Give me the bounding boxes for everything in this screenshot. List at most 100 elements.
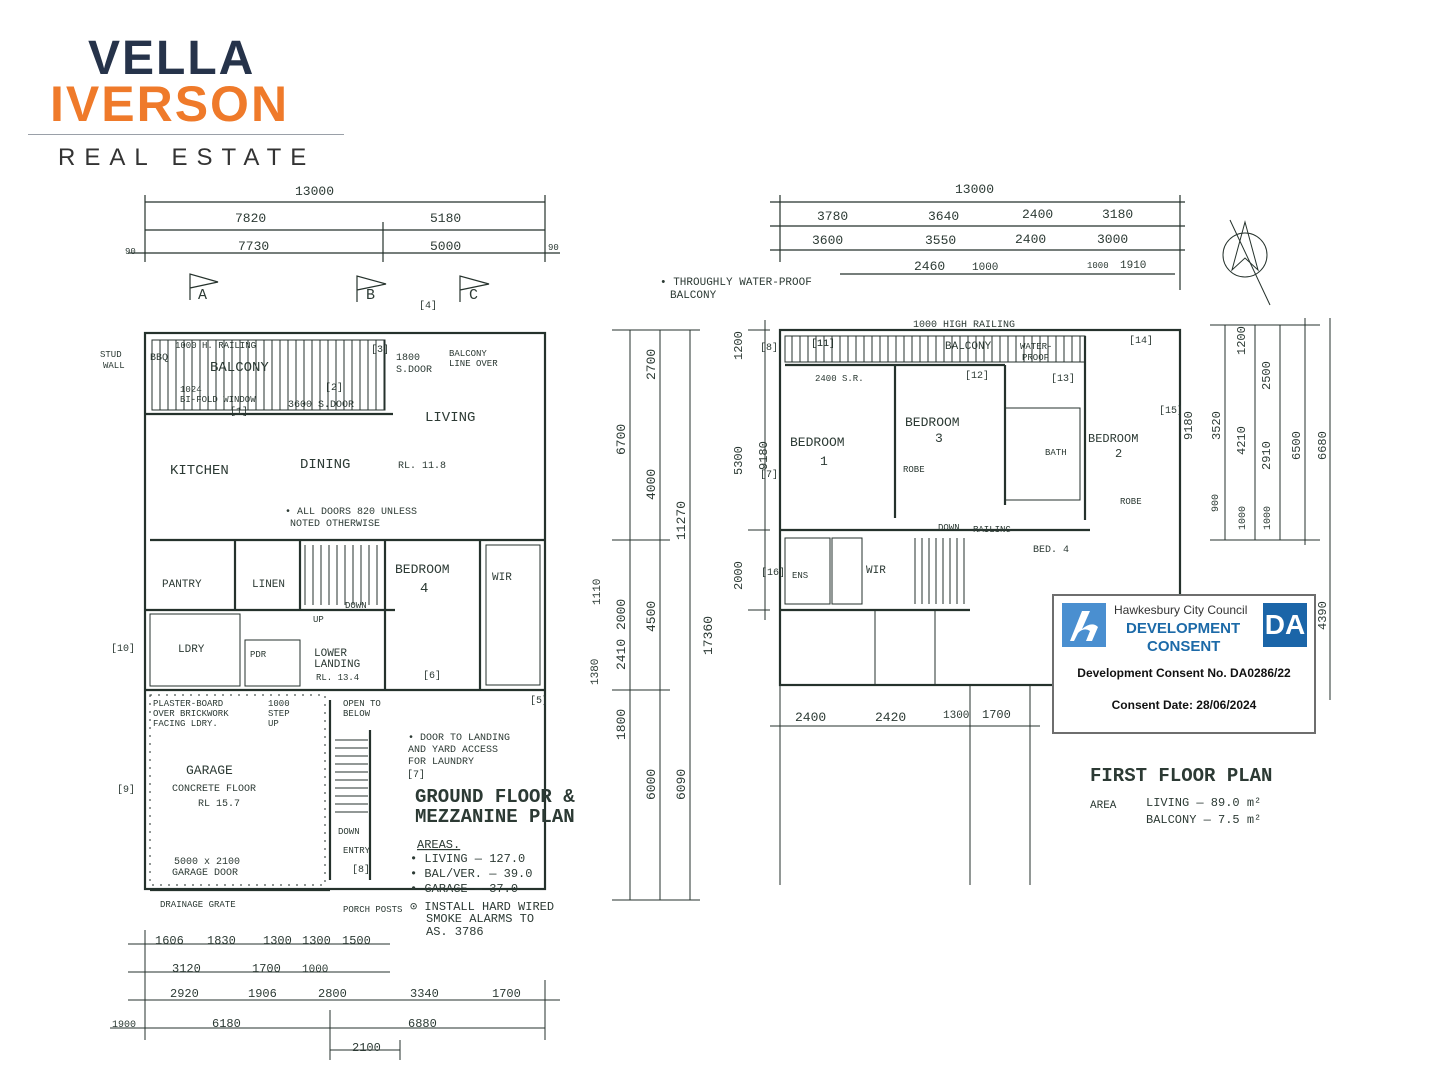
logo-line-2: IVERSON xyxy=(50,76,290,132)
room-ref-marker: [14] xyxy=(1129,335,1153,347)
gf-areas-title: AREAS. xyxy=(417,838,460,852)
ff-dim-3780: 3780 xyxy=(817,209,848,224)
gf-dim-5180: 5180 xyxy=(430,211,461,226)
ff-bedroom3-num: 3 xyxy=(935,431,943,446)
gf-railing-note: 1000 H. RAILING xyxy=(175,341,256,351)
gf-rdim-4500: 4500 xyxy=(644,601,659,632)
da-badge: DA xyxy=(1263,603,1307,647)
gf-bdim-2800: 2800 xyxy=(318,987,347,1001)
garage-door-2: GARAGE DOOR xyxy=(172,868,238,879)
gf-bdim-1300a: 1300 xyxy=(263,934,292,948)
room-ref-marker: [9] xyxy=(117,784,135,796)
gf-bdim-2920: 2920 xyxy=(170,987,199,1001)
ff-rdim-6680: 6680 xyxy=(1316,431,1330,460)
ff-dim-3000: 3000 xyxy=(1097,232,1128,247)
gf-bedroom4-label: BEDROOM xyxy=(395,562,450,577)
gf-living-label: LIVING xyxy=(425,410,475,426)
sdoor-1800-b: S.DOOR xyxy=(396,365,432,376)
gf-dim-90a: 90 xyxy=(125,247,136,257)
room-ref-marker: [2] xyxy=(325,382,343,394)
balcony-line-1: BALCONY xyxy=(449,349,487,359)
plaster-note-3: FACING LDRY. xyxy=(153,719,218,729)
ff-dim-1000a: 1000 xyxy=(972,262,998,274)
ff-rdim-2500: 2500 xyxy=(1260,361,1274,390)
ff-bath-label: BATH xyxy=(1045,448,1067,458)
ff-rdim-900: 900 xyxy=(1211,494,1222,512)
gf-title-1: GROUND FLOOR & xyxy=(415,786,575,808)
plaster-note-1: PLASTER-BOARD xyxy=(153,699,223,709)
room-ref-marker: [11] xyxy=(811,338,835,350)
bbq-label: BBQ xyxy=(150,353,168,364)
consent-number: Development Consent No. DA0286/22 xyxy=(1077,666,1291,680)
ff-robe-2: ROBE xyxy=(1120,497,1142,507)
ff-bdim-1700: 1700 xyxy=(982,708,1011,722)
ff-waterproof-note-1: • THROUGHLY WATER-PROOF xyxy=(660,277,812,289)
bifold-1: 1024 xyxy=(180,385,202,395)
ff-railing-label: RAILING xyxy=(973,525,1011,535)
gf-down-2: DOWN xyxy=(338,827,360,837)
ff-balcony-label: BALCONY xyxy=(945,341,992,353)
gf-rdim-17360: 17360 xyxy=(701,616,716,655)
ff-rdim-1200: 1200 xyxy=(1235,326,1249,355)
ff-bedroom2-num: 2 xyxy=(1115,447,1122,461)
doors-note-2: NOTED OTHERWISE xyxy=(290,519,380,530)
gf-bdim-1000: 1000 xyxy=(302,964,328,976)
ff-rdim-9180: 9180 xyxy=(1182,411,1196,440)
gf-bdim-6180: 6180 xyxy=(212,1017,241,1031)
gf-dim-90b: 90 xyxy=(548,243,559,253)
door-landing-3: FOR LAUNDRY xyxy=(408,757,474,768)
ff-wir-label: WIR xyxy=(866,565,886,577)
ff-rdim-6500: 6500 xyxy=(1290,431,1304,460)
gf-bedroom4-num: 4 xyxy=(420,581,428,597)
ff-ens-label: ENS xyxy=(792,571,808,581)
door-landing-2: AND YARD ACCESS xyxy=(408,745,498,756)
sdoor-3600: 3600 S.DOOR xyxy=(288,400,354,411)
grid-label-c: C xyxy=(469,287,478,304)
gf-area-living: • LIVING — 127.0 xyxy=(410,852,525,866)
ff-bedroom1-num: 1 xyxy=(820,454,828,469)
council-name: Hawkesbury City Council xyxy=(1114,603,1248,617)
ff-dim-1910: 1910 xyxy=(1120,260,1146,272)
ff-dim-3180: 3180 xyxy=(1102,207,1133,222)
room-ref-marker: [4] xyxy=(419,300,437,312)
room-ref-marker: [11] xyxy=(811,338,835,350)
ff-dim-overall: 13000 xyxy=(955,182,994,197)
gf-up-1: UP xyxy=(313,615,324,625)
plaster-note-2: OVER BRICKWORK xyxy=(153,709,229,719)
ff-ldim-9180: 9180 xyxy=(757,441,771,470)
gf-bdim-1300b: 1300 xyxy=(302,934,331,948)
ff-ldim-1200: 1200 xyxy=(732,331,746,360)
gf-rdim-1110: 1110 xyxy=(592,579,604,605)
ff-dim-2400b: 2400 xyxy=(1015,232,1046,247)
gf-garage-label: GARAGE xyxy=(186,763,233,778)
gf-bdim-1700: 1700 xyxy=(252,962,281,976)
ff-dim-3550: 3550 xyxy=(925,233,956,248)
gf-area-garage: • GARAGE — 37.0 xyxy=(410,882,518,896)
ff-bdim-2420: 2420 xyxy=(875,710,906,725)
gf-dining-rl: RL. 11.8 xyxy=(398,461,446,472)
lower-landing-rl: RL. 13.4 xyxy=(316,673,359,683)
gf-pantry-label: PANTRY xyxy=(162,579,202,591)
ff-area-living: LIVING — 89.0 m² xyxy=(1146,796,1261,810)
gf-linen-label: LINEN xyxy=(252,579,285,591)
ff-rdim-4390: 4390 xyxy=(1316,601,1330,630)
gf-rdim-4000: 4000 xyxy=(644,469,659,500)
room-ref-marker: [7] xyxy=(407,769,425,781)
ff-slider-2400: 2400 S.R. xyxy=(815,374,864,384)
sdoor-1800-a: 1800 xyxy=(396,353,420,364)
ff-dim-3600: 3600 xyxy=(812,233,843,248)
hawkesbury-council-logo-icon xyxy=(1062,603,1106,647)
doors-note-1: • ALL DOORS 820 UNLESS xyxy=(285,507,417,518)
ff-rdim-1000a: 1000 xyxy=(1238,506,1249,530)
room-ref-marker: [12] xyxy=(965,370,989,382)
ff-waterproof-2: PROOF xyxy=(1022,353,1049,363)
logo-divider xyxy=(28,134,344,135)
gf-dim-7730: 7730 xyxy=(238,239,269,254)
gf-kitchen-label: KITCHEN xyxy=(170,463,229,479)
ff-dim-2460: 2460 xyxy=(914,259,945,274)
ff-bdim-1300: 1300 xyxy=(943,710,969,722)
porch-posts: PORCH POSTS xyxy=(343,905,402,915)
room-ref-marker: [10] xyxy=(111,643,135,655)
gf-garage-concrete: CONCRETE FLOOR xyxy=(172,784,256,795)
gf-bdim-1500: 1500 xyxy=(342,934,371,948)
